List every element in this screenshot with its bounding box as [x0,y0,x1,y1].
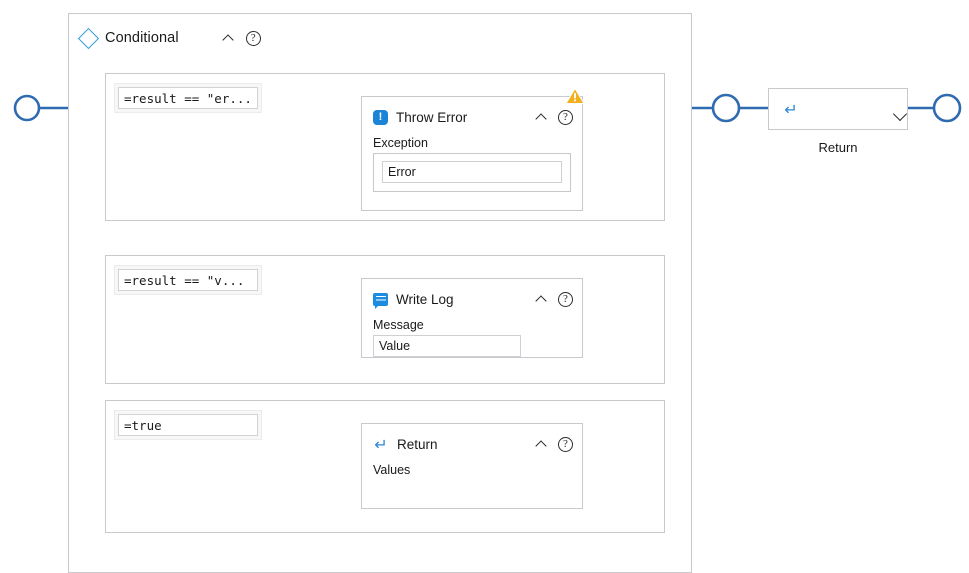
log-message-icon [373,292,388,309]
collapsed-node-return[interactable]: ↵ [768,88,908,130]
node-header: Write Log ? [362,279,582,310]
chevron-up-icon[interactable] [223,33,234,44]
condition-input[interactable]: =result == "v... [118,269,258,291]
node-title: Write Log [396,291,454,307]
branch-row[interactable]: =true ↵ Return ? Values [105,400,665,533]
warning-triangle-icon [565,87,585,104]
field-label: Exception [373,136,428,150]
error-icon: ! [373,109,388,125]
conditional-header: Conditional ? [77,27,261,49]
message-input[interactable]: Value [373,335,521,357]
enter-arrow-icon: ↵ [784,99,798,119]
help-icon[interactable]: ? [245,30,261,46]
node-title: Throw Error [396,109,468,125]
condition-field-wrapper[interactable]: =true [114,410,262,440]
branch-row[interactable]: =result == "v... Write Log ? Message Val… [105,255,665,384]
condition-field-wrapper[interactable]: =result == "er... [114,83,262,113]
workflow-canvas: Conditional ? =result == "er... ! Throw … [0,0,969,544]
condition-input[interactable]: =result == "er... [118,87,258,109]
node-header: ↵ Return ? [362,424,582,455]
help-icon[interactable]: ? [558,109,573,125]
help-icon[interactable]: ? [558,291,573,307]
field-label: Values [373,463,411,477]
field-group-box: Error [373,153,571,192]
exception-input[interactable]: Error [382,161,562,183]
help-icon[interactable]: ? [558,436,573,452]
chevron-up-icon[interactable] [536,439,547,450]
diamond-icon [77,27,100,49]
node-title: Return [397,436,438,452]
collapsed-node-caption: Return [818,140,858,155]
node-header: ! Throw Error ? [362,97,582,128]
activity-node-return[interactable]: ↵ Return ? Values [361,423,583,509]
conditional-title: Conditional [105,30,179,46]
condition-input[interactable]: =true [118,414,258,436]
activity-node-write-log[interactable]: Write Log ? Message Value [361,278,583,358]
enter-arrow-icon: ↵ [374,434,388,454]
chevron-up-icon[interactable] [536,294,547,305]
chevron-up-icon[interactable] [536,112,547,123]
field-label: Message [373,318,424,332]
branch-row[interactable]: =result == "er... ! Throw Error ? Except… [105,73,665,221]
condition-field-wrapper[interactable]: =result == "v... [114,265,262,295]
activity-node-throw-error[interactable]: ! Throw Error ? Exception Error [361,87,585,211]
